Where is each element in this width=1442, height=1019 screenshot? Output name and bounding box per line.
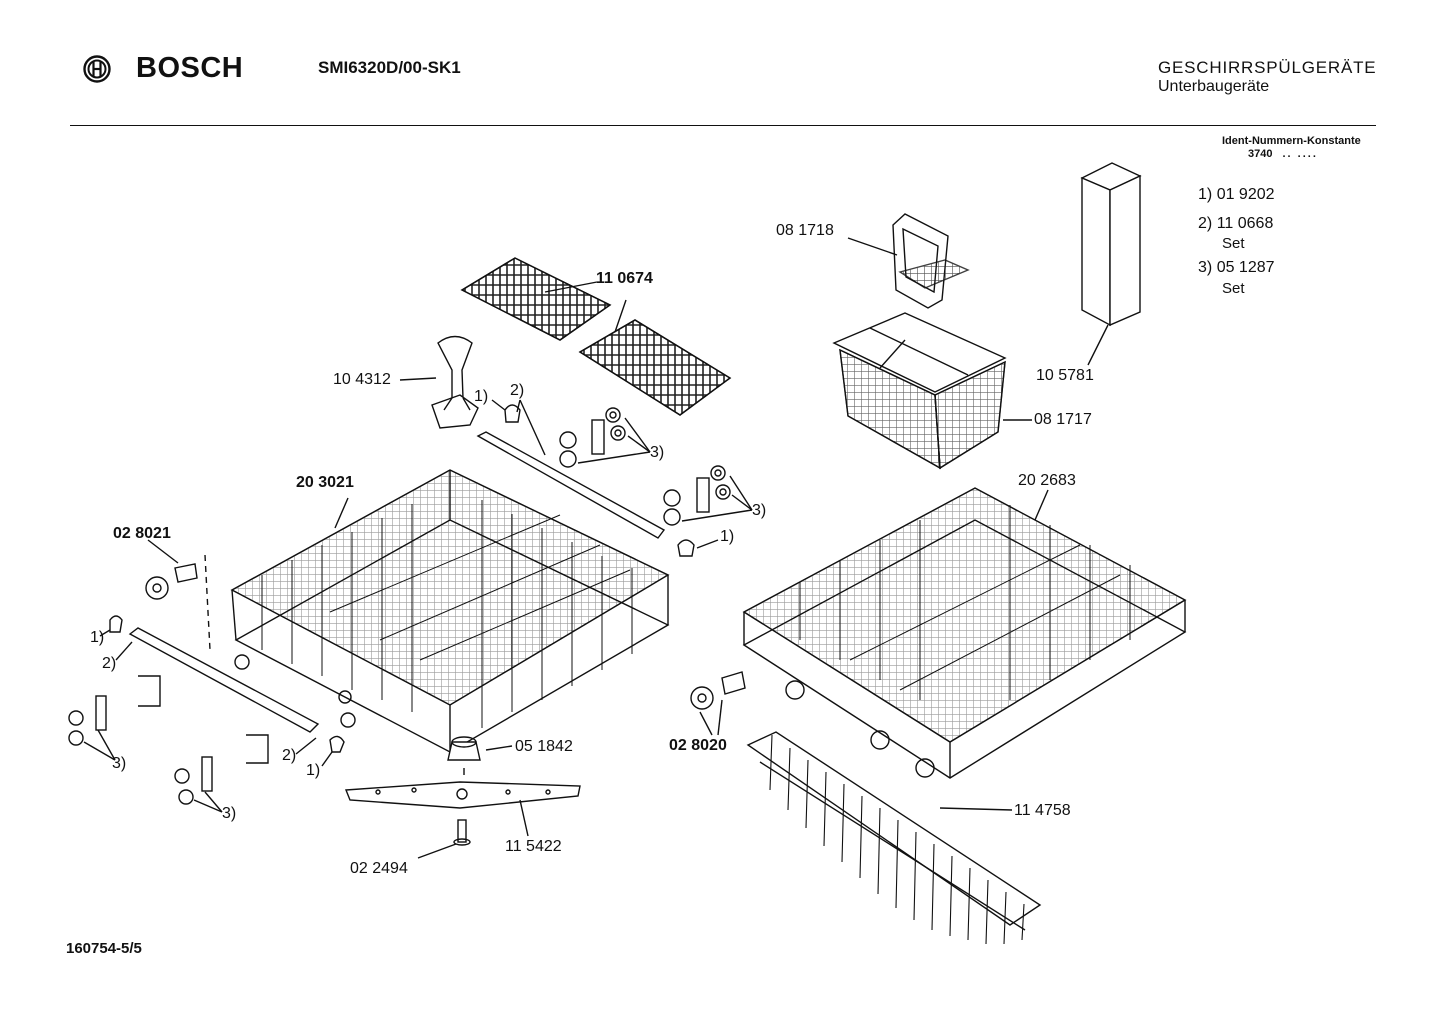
roller-assembly-b <box>663 465 753 526</box>
legend-item-3-note: Set <box>1222 280 1245 297</box>
ident-mask: .. .... <box>1282 148 1318 160</box>
screw-022494 <box>453 819 471 846</box>
subcategory-title: Unterbaugeräte <box>1158 78 1270 95</box>
upper-basket-203021 <box>230 469 670 753</box>
basket-handle-081718 <box>892 213 970 309</box>
ident-value: 3740.. .... <box>1248 148 1318 160</box>
label-028020: 02 8020 <box>669 737 727 754</box>
label-105781: 10 5781 <box>1036 367 1094 384</box>
ref-3-bottom: 3) <box>222 805 237 822</box>
cup-shelf-upper <box>460 257 612 341</box>
ref-1-top: 1) <box>474 388 489 405</box>
ref-3-mid: 3) <box>752 502 767 519</box>
ref-1-bottom: 1) <box>306 762 321 779</box>
label-028021: 02 8021 <box>113 525 171 542</box>
cutlery-box-105781 <box>1080 162 1142 327</box>
wheel-028021 <box>145 554 211 651</box>
bosch-logo-icon <box>82 54 112 84</box>
wheel-028020 <box>690 671 746 710</box>
model-number: SMI6320D/00-SK1 <box>318 58 461 77</box>
roller-assembly-c <box>68 675 161 761</box>
drawing-number: 160754-5/5 <box>66 940 142 957</box>
legend-item-2-note: Set <box>1222 235 1245 252</box>
spray-arm-hub-051842 <box>447 736 481 775</box>
label-104312: 10 4312 <box>333 371 391 388</box>
label-051842: 05 1842 <box>515 738 573 755</box>
lower-basket-202683 <box>742 487 1187 779</box>
label-081718: 08 1718 <box>776 222 834 239</box>
ref-2-left: 2) <box>102 655 117 672</box>
label-081717: 08 1717 <box>1034 411 1092 428</box>
header-divider <box>70 125 1376 126</box>
ref-1-mid: 1) <box>720 528 735 545</box>
label-115422: 11 5422 <box>505 838 562 855</box>
brand-name: BOSCH <box>136 52 244 84</box>
legend-item-2: 2) 11 0668 <box>1198 215 1274 232</box>
ref-1-left: 1) <box>90 629 105 646</box>
category-title: GESCHIRRSPÜLGERÄTE <box>1158 58 1377 77</box>
ref-3-top: 3) <box>650 444 665 461</box>
spray-arm-115422 <box>344 781 581 809</box>
legend-item-3: 3) 05 1287 <box>1198 259 1275 276</box>
ref-3-left: 3) <box>112 755 127 772</box>
ref-2-bottom: 2) <box>282 747 297 764</box>
roller-assembly-d <box>174 734 269 813</box>
label-110674: 11 0674 <box>596 270 653 287</box>
holder-104312 <box>431 335 479 429</box>
roller-assembly-a <box>559 407 651 468</box>
label-203021: 20 3021 <box>296 474 354 491</box>
cutlery-basket-081717 <box>832 312 1007 470</box>
ref-2-top: 2) <box>510 382 525 399</box>
legend-item-1: 1) 01 9202 <box>1198 186 1275 203</box>
label-202683: 20 2683 <box>1018 472 1076 489</box>
cup-shelf-lower <box>578 319 732 416</box>
ident-title: Ident-Nummern-Konstante <box>1222 135 1361 147</box>
label-114758: 11 4758 <box>1014 802 1071 819</box>
plate-rack-114758 <box>746 731 1042 945</box>
label-022494: 02 2494 <box>350 860 408 877</box>
